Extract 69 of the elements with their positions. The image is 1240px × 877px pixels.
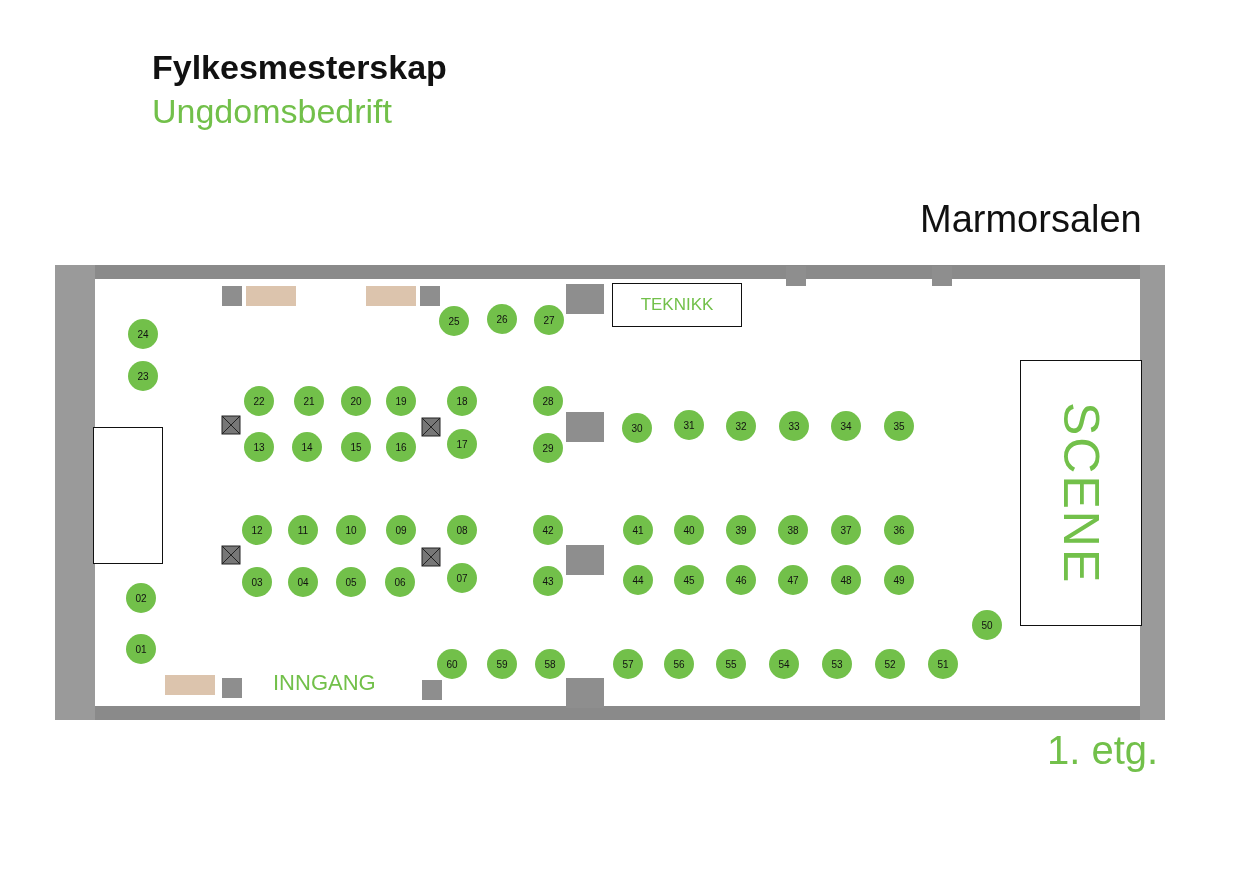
table-circle: 19 xyxy=(386,386,416,416)
table-circle: 42 xyxy=(533,515,563,545)
empty-rectangle xyxy=(93,427,163,564)
table-circle: 24 xyxy=(128,319,158,349)
table-circle: 05 xyxy=(336,567,366,597)
table-circle: 14 xyxy=(292,432,322,462)
table-circle: 55 xyxy=(716,649,746,679)
table-circle: 13 xyxy=(244,432,274,462)
room-name: Marmorsalen xyxy=(920,198,1142,241)
stage-label: SCENE xyxy=(1052,401,1110,585)
table-circle: 38 xyxy=(778,515,808,545)
table-circle: 29 xyxy=(533,433,563,463)
table-circle: 47 xyxy=(778,565,808,595)
table-circle: 23 xyxy=(128,361,158,391)
entrance-label: INNGANG xyxy=(273,670,376,696)
table-circle: 52 xyxy=(875,649,905,679)
stage-box xyxy=(1020,360,1142,626)
table-circle: 33 xyxy=(779,411,809,441)
table-circle: 31 xyxy=(674,410,704,440)
table-circle: 59 xyxy=(487,649,517,679)
table-circle: 20 xyxy=(341,386,371,416)
table-circle: 41 xyxy=(623,515,653,545)
table-circle: 07 xyxy=(447,563,477,593)
table-circle: 44 xyxy=(623,565,653,595)
table-circle: 58 xyxy=(535,649,565,679)
table-circle: 34 xyxy=(831,411,861,441)
table-circle: 35 xyxy=(884,411,914,441)
table-circle: 02 xyxy=(126,583,156,613)
table-circle: 16 xyxy=(386,432,416,462)
table-circle: 54 xyxy=(769,649,799,679)
tech-area-box: TEKNIKK xyxy=(612,283,742,327)
table-circle: 43 xyxy=(533,566,563,596)
table-circle: 21 xyxy=(294,386,324,416)
table-circle: 08 xyxy=(447,515,477,545)
table-circle: 56 xyxy=(664,649,694,679)
table-circle: 17 xyxy=(447,429,477,459)
table-circle: 32 xyxy=(726,411,756,441)
table-circle: 25 xyxy=(439,306,469,336)
table-circle: 11 xyxy=(288,515,318,545)
table-circle: 09 xyxy=(386,515,416,545)
table-circle: 22 xyxy=(244,386,274,416)
table-circle: 10 xyxy=(336,515,366,545)
table-circle: 50 xyxy=(972,610,1002,640)
table-circle: 03 xyxy=(242,567,272,597)
table-circle: 37 xyxy=(831,515,861,545)
table-circle: 30 xyxy=(622,413,652,443)
table-circle: 53 xyxy=(822,649,852,679)
table-circle: 06 xyxy=(385,567,415,597)
subtitle: Ungdomsbedrift xyxy=(152,92,392,131)
table-circle: 15 xyxy=(341,432,371,462)
table-circle: 26 xyxy=(487,304,517,334)
table-circle: 49 xyxy=(884,565,914,595)
table-circle: 27 xyxy=(534,305,564,335)
table-circle: 45 xyxy=(674,565,704,595)
table-circle: 60 xyxy=(437,649,467,679)
table-circle: 18 xyxy=(447,386,477,416)
title: Fylkesmesterskap xyxy=(152,48,447,87)
table-circle: 46 xyxy=(726,565,756,595)
floor-label: 1. etg. xyxy=(1047,728,1159,773)
table-circle: 51 xyxy=(928,649,958,679)
table-circle: 01 xyxy=(126,634,156,664)
table-circle: 40 xyxy=(674,515,704,545)
table-circle: 57 xyxy=(613,649,643,679)
table-circle: 28 xyxy=(533,386,563,416)
table-circle: 36 xyxy=(884,515,914,545)
table-circle: 39 xyxy=(726,515,756,545)
table-circle: 12 xyxy=(242,515,272,545)
table-circle: 48 xyxy=(831,565,861,595)
table-circle: 04 xyxy=(288,567,318,597)
